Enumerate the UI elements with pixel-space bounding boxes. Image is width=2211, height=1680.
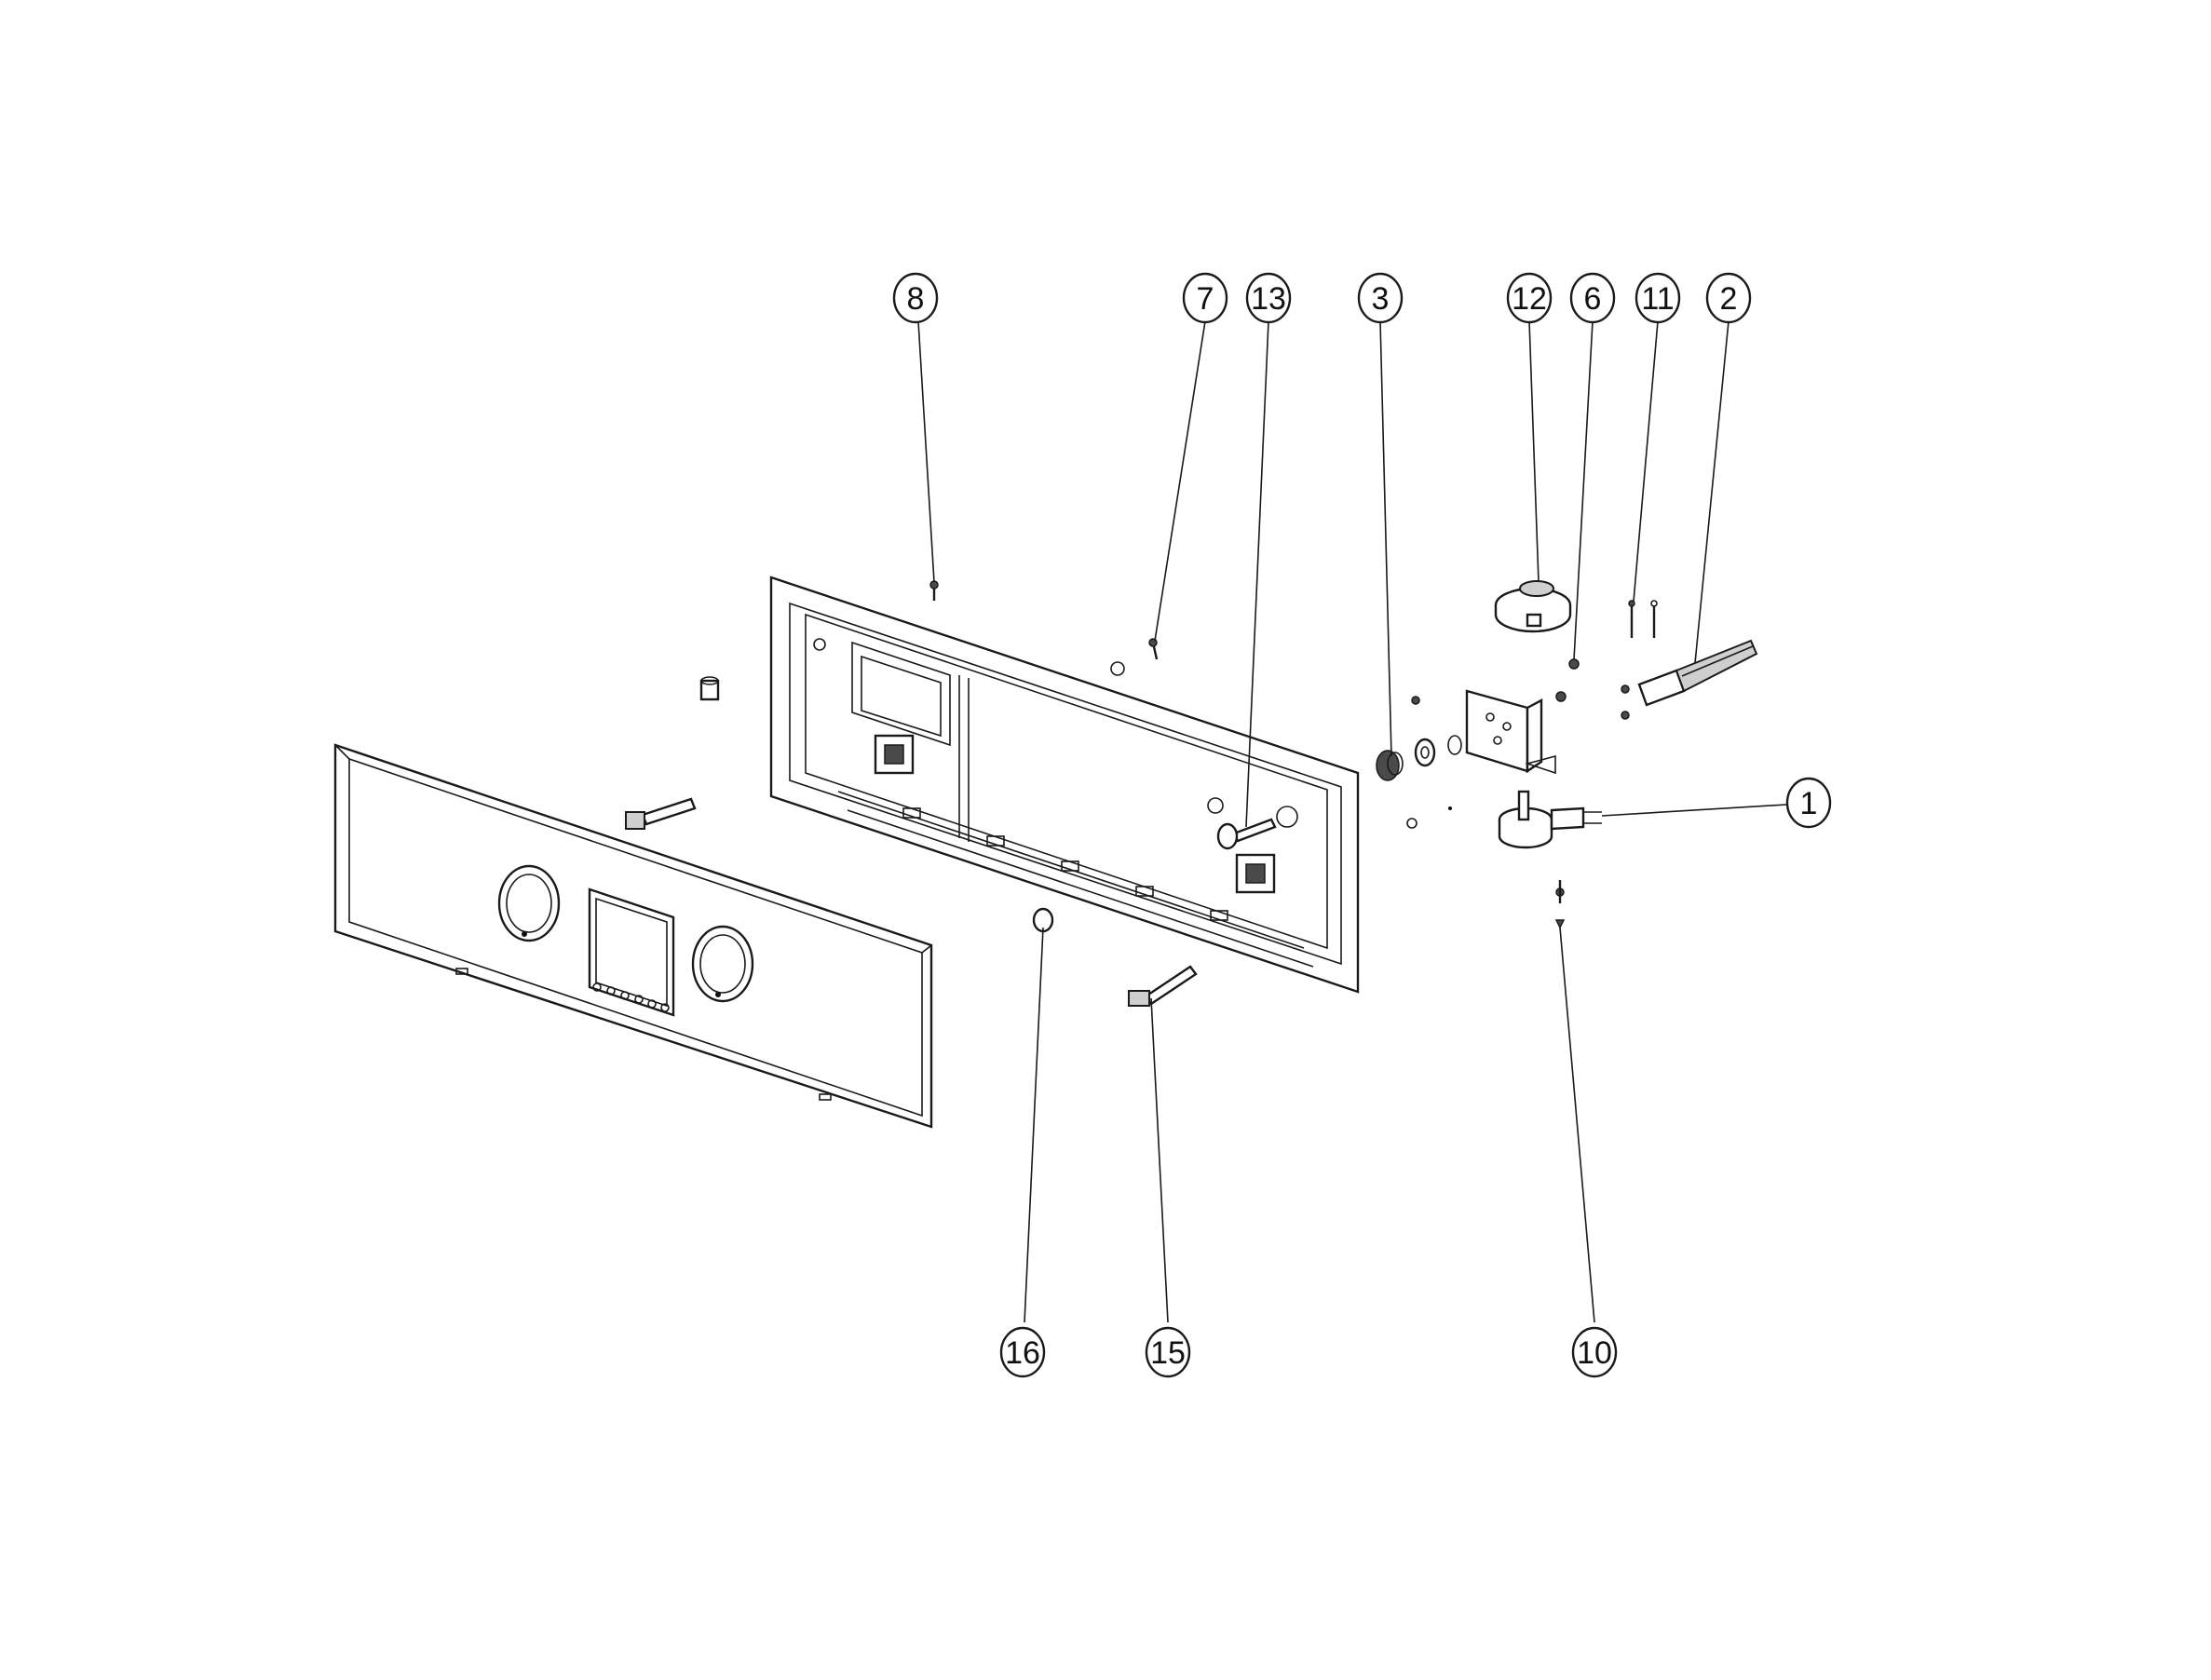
cam-part-12 bbox=[1494, 580, 1572, 633]
washer bbox=[1110, 661, 1125, 676]
callout-label-3: 3 bbox=[1372, 281, 1390, 317]
callout-3: 3 bbox=[1357, 272, 1404, 324]
right-control-knob bbox=[691, 925, 754, 1003]
bolt-part-13 bbox=[1216, 818, 1277, 850]
pins-part-11 bbox=[1628, 600, 1658, 638]
callout-label-7: 7 bbox=[1197, 281, 1214, 317]
callout-11: 11 bbox=[1635, 272, 1681, 324]
callout-15: 15 bbox=[1145, 1326, 1191, 1378]
callout-label-8: 8 bbox=[907, 281, 925, 317]
callout-label-11: 11 bbox=[1641, 281, 1674, 317]
callout-label-6: 6 bbox=[1584, 281, 1602, 317]
callout-label-12: 12 bbox=[1512, 281, 1547, 317]
mounting-bolt-left bbox=[625, 797, 697, 830]
screw-part-10 bbox=[1554, 880, 1566, 929]
front-control-panel bbox=[333, 743, 933, 1129]
callout-10: 10 bbox=[1571, 1326, 1618, 1378]
spacer-upper bbox=[699, 676, 720, 701]
callout-label-15: 15 bbox=[1150, 1335, 1186, 1371]
connector-part-2 bbox=[1621, 639, 1758, 720]
screw-part-6 bbox=[1555, 658, 1580, 702]
callout-label-1: 1 bbox=[1800, 786, 1818, 821]
callout-16: 16 bbox=[999, 1326, 1046, 1378]
right-mount-clip bbox=[1235, 853, 1276, 894]
callout-1: 1 bbox=[1785, 777, 1832, 829]
spring-part-3 bbox=[1376, 696, 1462, 829]
left-mount-clip bbox=[874, 734, 915, 775]
callout-label-2: 2 bbox=[1720, 281, 1738, 317]
callout-label-10: 10 bbox=[1577, 1335, 1612, 1371]
callout-8: 8 bbox=[892, 272, 939, 324]
touch-buttons bbox=[592, 982, 670, 1012]
left-control-knob bbox=[497, 864, 561, 942]
callout-7: 7 bbox=[1182, 272, 1228, 324]
callout-6: 6 bbox=[1569, 272, 1616, 324]
callout-label-16: 16 bbox=[1005, 1335, 1040, 1371]
screw-part-7 bbox=[1148, 638, 1159, 660]
callout-13: 13 bbox=[1245, 272, 1292, 324]
bolt-part-15 bbox=[1128, 965, 1198, 1007]
display-window bbox=[588, 887, 675, 1017]
motor-part-1 bbox=[1498, 790, 1602, 849]
callout-2: 2 bbox=[1705, 272, 1752, 324]
rear-mounting-frame bbox=[769, 576, 1360, 994]
callout-label-13: 13 bbox=[1251, 281, 1286, 317]
leader-lines bbox=[917, 320, 1787, 1323]
mounting-bracket bbox=[1465, 689, 1556, 775]
callout-12: 12 bbox=[1506, 272, 1553, 324]
screw-part-8 bbox=[929, 580, 939, 601]
